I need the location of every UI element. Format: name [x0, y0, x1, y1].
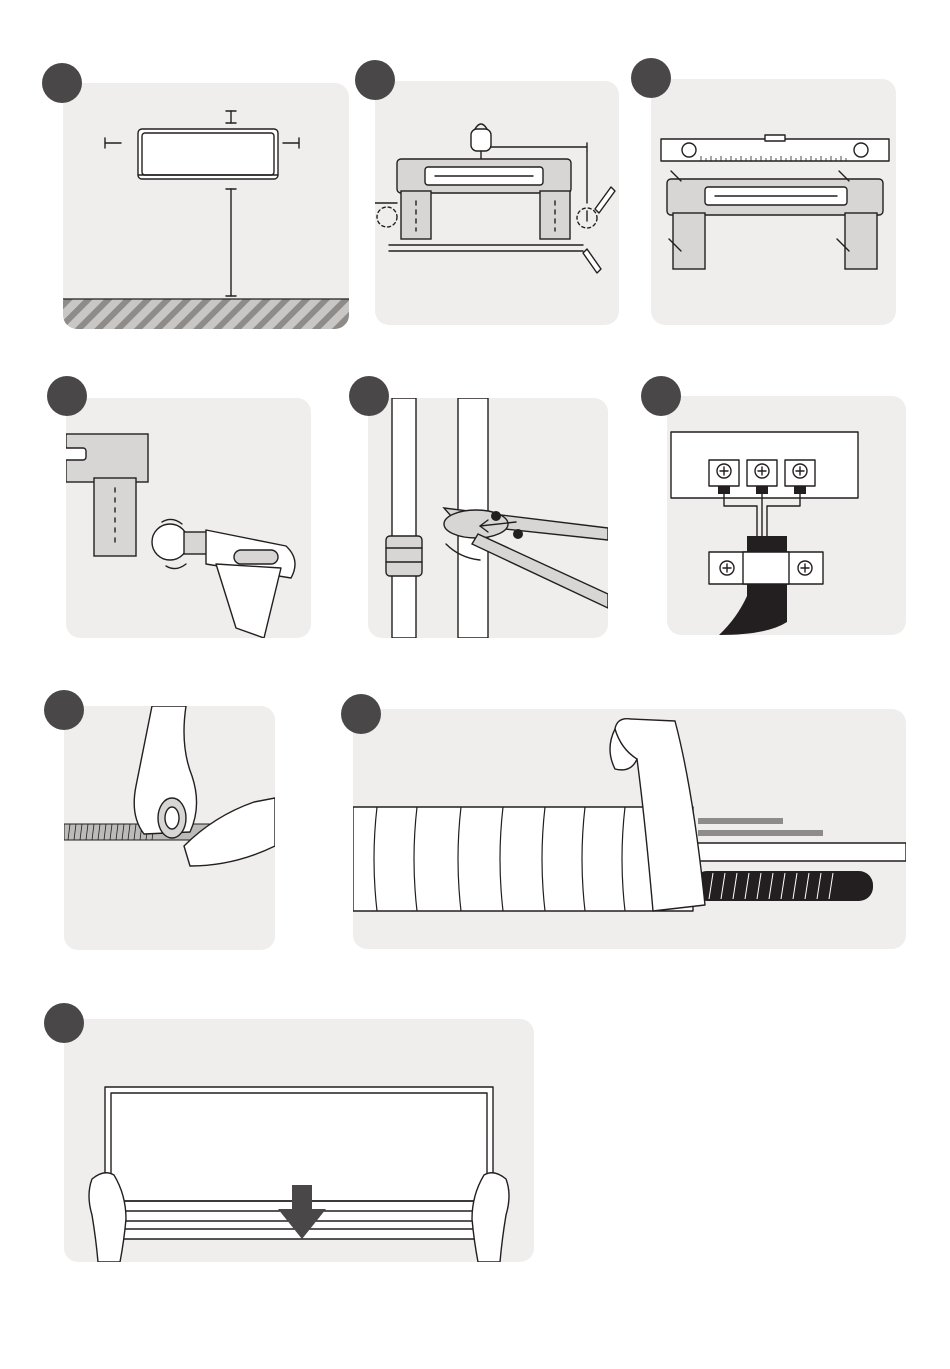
- step-2-panel: [375, 81, 619, 325]
- hang-indoor-unit-illustration: [64, 1019, 534, 1262]
- step-8-panel: [353, 709, 906, 949]
- hand-taping-pipe-illustration: [64, 706, 275, 950]
- step-6-panel: [667, 396, 906, 635]
- step-3-badge: [631, 58, 671, 98]
- indoor-unit-clearance-illustration: [63, 83, 349, 329]
- step-1-panel: [63, 83, 349, 329]
- step-7-panel: [64, 706, 275, 950]
- terminal-block-wiring-illustration: [667, 396, 906, 635]
- step-3-panel: [651, 79, 896, 325]
- step-4-panel: [66, 398, 311, 638]
- pipe-wrapping-tape-illustration: [353, 709, 906, 949]
- spirit-level-illustration: [651, 79, 896, 325]
- step-2-badge: [355, 60, 395, 100]
- step-6-badge: [641, 376, 681, 416]
- step-8-badge: [341, 694, 381, 734]
- step-4-badge: [47, 376, 87, 416]
- step-1-badge: [42, 63, 82, 103]
- mounting-plate-marking-illustration: [375, 81, 619, 325]
- wall-drilling-illustration: [66, 398, 311, 638]
- step-5-badge: [349, 376, 389, 416]
- wrench-pipe-connection-illustration: [368, 398, 608, 638]
- step-5-panel: [368, 398, 608, 638]
- step-9-badge: [44, 1003, 84, 1043]
- step-7-badge: [44, 690, 84, 730]
- step-9-panel: [64, 1019, 534, 1262]
